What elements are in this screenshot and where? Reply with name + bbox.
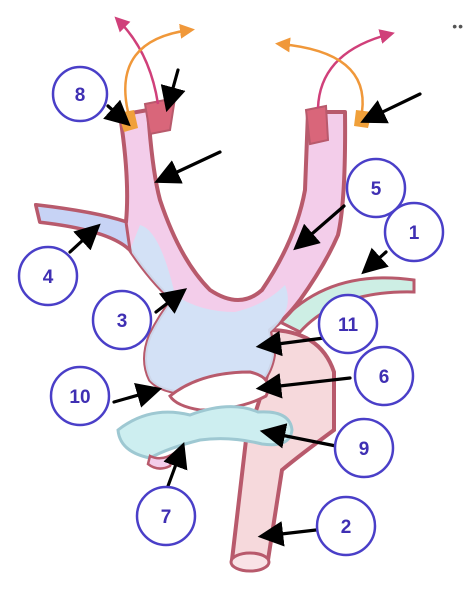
callout-6-label: 6	[379, 367, 390, 388]
left-top-red-end	[143, 96, 177, 136]
left-branch-blue	[34, 203, 133, 255]
callout-2: 2	[315, 495, 377, 557]
pointer-top-right-end	[360, 92, 422, 124]
callout-3-label: 3	[117, 311, 128, 332]
pointer-4	[68, 223, 101, 254]
flow-arrow-left-orange	[124, 23, 195, 113]
pointer-8	[103, 99, 131, 127]
callout-11-label: 11	[338, 315, 359, 336]
pointer-1	[361, 247, 389, 275]
callout-6: 6	[353, 345, 415, 407]
flow-arrow-right-magenta	[316, 29, 395, 109]
callout-1: 1	[383, 201, 445, 263]
callout-4: 4	[17, 245, 79, 307]
callout-8: 8	[51, 65, 109, 123]
callout-10-label: 10	[69, 387, 90, 408]
callout-4-label: 4	[43, 267, 54, 288]
pointer-7	[163, 441, 188, 488]
callout-7-label: 7	[161, 507, 172, 528]
pointer-3	[154, 288, 188, 314]
pointer-2	[257, 521, 318, 547]
pointer-10	[112, 382, 163, 408]
pointer-6	[255, 373, 352, 399]
pointer-11	[255, 330, 326, 357]
descending-aorta-opening	[229, 551, 271, 573]
callout-8-label: 8	[75, 85, 86, 106]
pointer-9	[259, 423, 338, 449]
callout-1-label: 1	[409, 223, 420, 244]
more-menu-icon[interactable]: ••	[452, 18, 464, 34]
blue-lumen-region	[130, 225, 288, 394]
callout-9-label: 9	[359, 439, 370, 460]
callout-5: 5	[345, 157, 407, 219]
callout-9: 9	[333, 417, 395, 479]
pointer-top-left-end	[160, 68, 186, 113]
callout-2-label: 2	[341, 517, 352, 538]
pointer-5	[293, 204, 346, 251]
flow-arrow-left-magenta	[114, 16, 160, 105]
flow-arrow-right-orange	[275, 37, 364, 113]
callout-5-label: 5	[371, 179, 382, 200]
right-top-red-end	[304, 104, 330, 146]
callout-10: 10	[49, 365, 111, 427]
callout-7: 7	[135, 485, 197, 547]
callout-11: 11	[317, 293, 379, 355]
callout-3: 3	[91, 289, 153, 351]
pointer-left-upper-branch	[154, 150, 222, 184]
